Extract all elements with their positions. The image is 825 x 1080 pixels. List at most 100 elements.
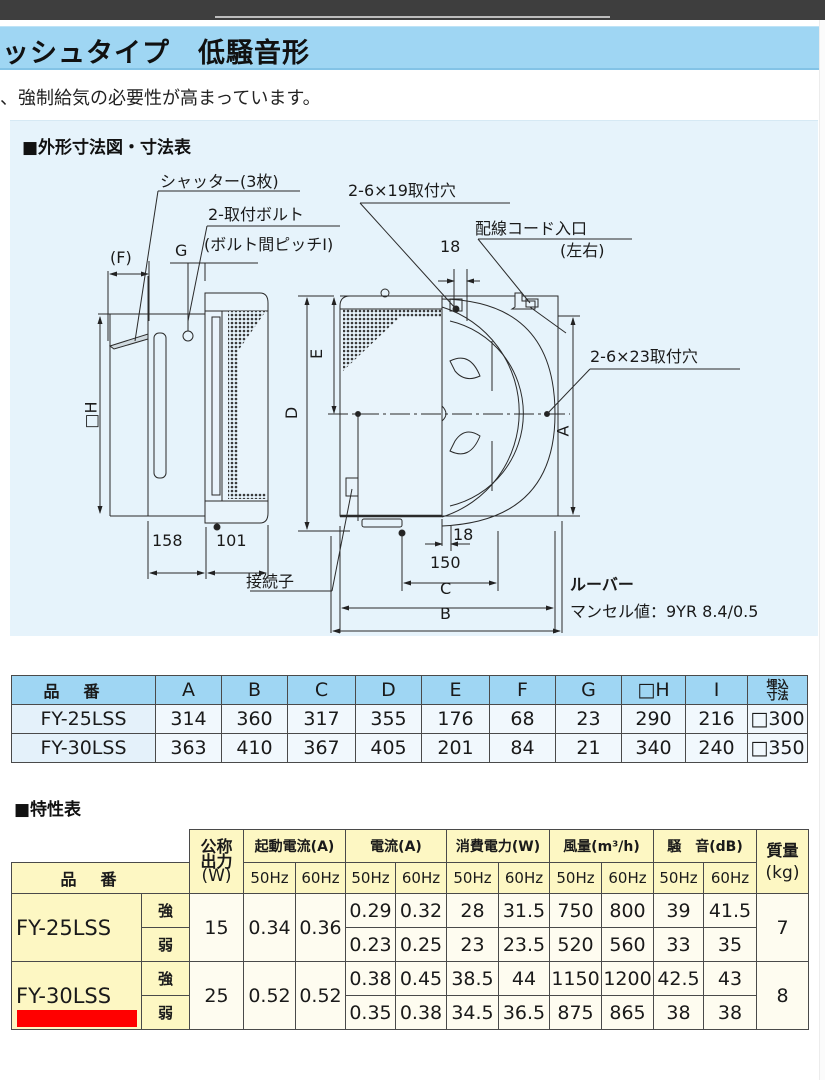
cell-embed-size: □300: [747, 704, 808, 734]
col-header-airflow: 風量(m³/h): [549, 829, 654, 863]
label-munsell-value: マンセル値：9YR 8.4/0.5: [570, 602, 759, 621]
label-bolt-pitch: (ボルト間ピッチI): [204, 235, 334, 254]
embed-size-line1: 埋込: [766, 678, 789, 691]
table-row: FY-25LSS 強 15 0.34 0.36 0.29 0.32 28 31.…: [11, 893, 809, 962]
col-header-model: 品番: [11, 675, 156, 705]
cell-mode: 弱: [141, 927, 190, 962]
cell-airflow-50hz: 875: [549, 995, 602, 1030]
cell-mode: 強: [141, 961, 190, 996]
label-dim-H: □H: [81, 401, 101, 429]
col-header-power-60hz: 60Hz: [498, 862, 550, 894]
cell-D: 355: [355, 704, 422, 734]
red-highlight-mark: [17, 1010, 137, 1027]
col-header-start-50hz: 50Hz: [243, 862, 296, 894]
dimension-table: 品番 A B C D E F G □H I 埋込 寸法 FY-25LSS 314…: [11, 675, 808, 763]
cell-power-60hz: 31.5: [498, 893, 550, 928]
table-row: 弱 0.35 0.38 34.5 36.5 875 865 38 38: [12, 995, 809, 1030]
page-right-edge: [819, 20, 825, 1080]
label-dim-18-top: 18: [440, 237, 461, 256]
cell-current-50hz: 0.23: [345, 927, 396, 962]
cell-A: 363: [155, 733, 222, 763]
cell-G: 23: [555, 704, 622, 734]
label-terminal: 接続子: [246, 572, 295, 591]
cell-F: 84: [489, 733, 556, 763]
cell-mass: 7: [756, 893, 809, 962]
header-blank: [12, 830, 190, 863]
cell-D: 405: [355, 733, 422, 763]
cell-I: 240: [685, 733, 748, 763]
label-louver: ルーバー: [570, 575, 634, 594]
cell-rated-output: 15: [189, 893, 244, 962]
col-header-model: 品番: [11, 862, 190, 894]
cell-airflow-60hz: 865: [601, 995, 654, 1030]
label-dim-158: 158: [152, 531, 183, 550]
outline-dimension-drawing: [97, 190, 740, 634]
mass-line2: (kg): [765, 862, 800, 883]
label-dim-B: B: [440, 604, 451, 623]
cell-airflow-50hz: 750: [549, 893, 602, 928]
cell-airflow-50hz: 1150: [549, 961, 602, 996]
cell-mass: 8: [756, 961, 809, 1030]
dimension-section-title: ■外形寸法図・寸法表: [22, 138, 192, 158]
cell-current-60hz: 0.38: [395, 995, 447, 1030]
cell-current-60hz: 0.32: [395, 893, 447, 928]
cell-model-highlighted: FY-30LSS: [11, 961, 142, 1030]
label-dim-F: (F): [110, 248, 132, 267]
rated-output-line2: 出力: [200, 852, 233, 871]
cell-noise-60hz: 43: [703, 961, 757, 996]
table-row: FY-25LSS 314 360 317 355 176 68 23 290 2…: [11, 704, 808, 734]
col-header-E: E: [421, 675, 490, 705]
cell-noise-50hz: 33: [653, 927, 704, 962]
cell-E: 176: [421, 704, 490, 734]
col-header-H: □H: [621, 675, 686, 705]
cell-noise-50hz: 38: [653, 995, 704, 1030]
cell-power-60hz: 23.5: [498, 927, 550, 962]
cell-H: 340: [621, 733, 686, 763]
label-dim-G: G: [175, 241, 188, 260]
cell-B: 410: [221, 733, 288, 763]
cell-airflow-60hz: 560: [601, 927, 654, 962]
col-header-noise-50hz: 50Hz: [653, 862, 704, 894]
cell-A: 314: [155, 704, 222, 734]
cell-current-50hz: 0.29: [345, 893, 396, 928]
page-title: ッシュタイプ 低騒音形: [2, 38, 310, 69]
col-header-current: 電流(A): [345, 829, 447, 863]
cell-power-60hz: 44: [498, 961, 550, 996]
cell-noise-60hz: 35: [703, 927, 757, 962]
label-dim-D: D: [282, 406, 302, 420]
label-dim-150: 150: [430, 553, 461, 572]
cell-rated-output: 25: [189, 961, 244, 1030]
cell-power-50hz: 34.5: [446, 995, 499, 1030]
label-cord-entry-sides: (左右): [560, 241, 605, 260]
cell-noise-60hz: 38: [703, 995, 757, 1030]
col-header-F: F: [489, 675, 556, 705]
cell-current-50hz: 0.35: [345, 995, 396, 1030]
table-row: FY-30LSS 強 25 0.52 0.52 0.38 0.45 38.5 4…: [11, 961, 809, 1030]
label-mounting-bolt: 2-取付ボルト: [208, 205, 304, 224]
col-header-starting-current: 起動電流(A): [243, 829, 346, 863]
title-banner: ッシュタイプ 低騒音形: [0, 26, 820, 70]
col-header-B: B: [221, 675, 288, 705]
cell-H: 290: [621, 704, 686, 734]
cell-airflow-50hz: 520: [549, 927, 602, 962]
top-dark-bar: [0, 0, 825, 20]
col-header-start-60hz: 60Hz: [295, 862, 346, 894]
rated-output-line1: 公称: [200, 837, 233, 856]
mass-line1: 質量: [766, 840, 799, 860]
label-shutter: シャッター(3枚): [160, 172, 279, 191]
label-dim-A: A: [553, 425, 573, 437]
col-header-mass: 質量 (kg): [756, 829, 809, 894]
cell-start-50hz: 0.34: [243, 893, 296, 962]
col-header-current-50hz: 50Hz: [345, 862, 396, 894]
label-dim-18-bottom: 18: [453, 525, 474, 544]
col-header-D: D: [355, 675, 422, 705]
cell-current-60hz: 0.45: [395, 961, 447, 996]
char-header-row-2: 品番 50Hz 60Hz 50Hz 60Hz 50Hz 60Hz 50Hz 60…: [11, 862, 809, 894]
char-header-row-1: 公称 出力 (W) 起動電流(A) 電流(A) 消費電力(W) 風量(m³/h)…: [12, 829, 809, 894]
cell-B: 360: [221, 704, 288, 734]
cell-model: FY-25LSS: [11, 704, 156, 734]
label-cord-entry: 配線コード入口: [475, 219, 588, 238]
cell-power-50hz: 28: [446, 893, 499, 928]
label-dim-101: 101: [216, 531, 247, 550]
cropped-heading-underline: [215, 16, 610, 18]
